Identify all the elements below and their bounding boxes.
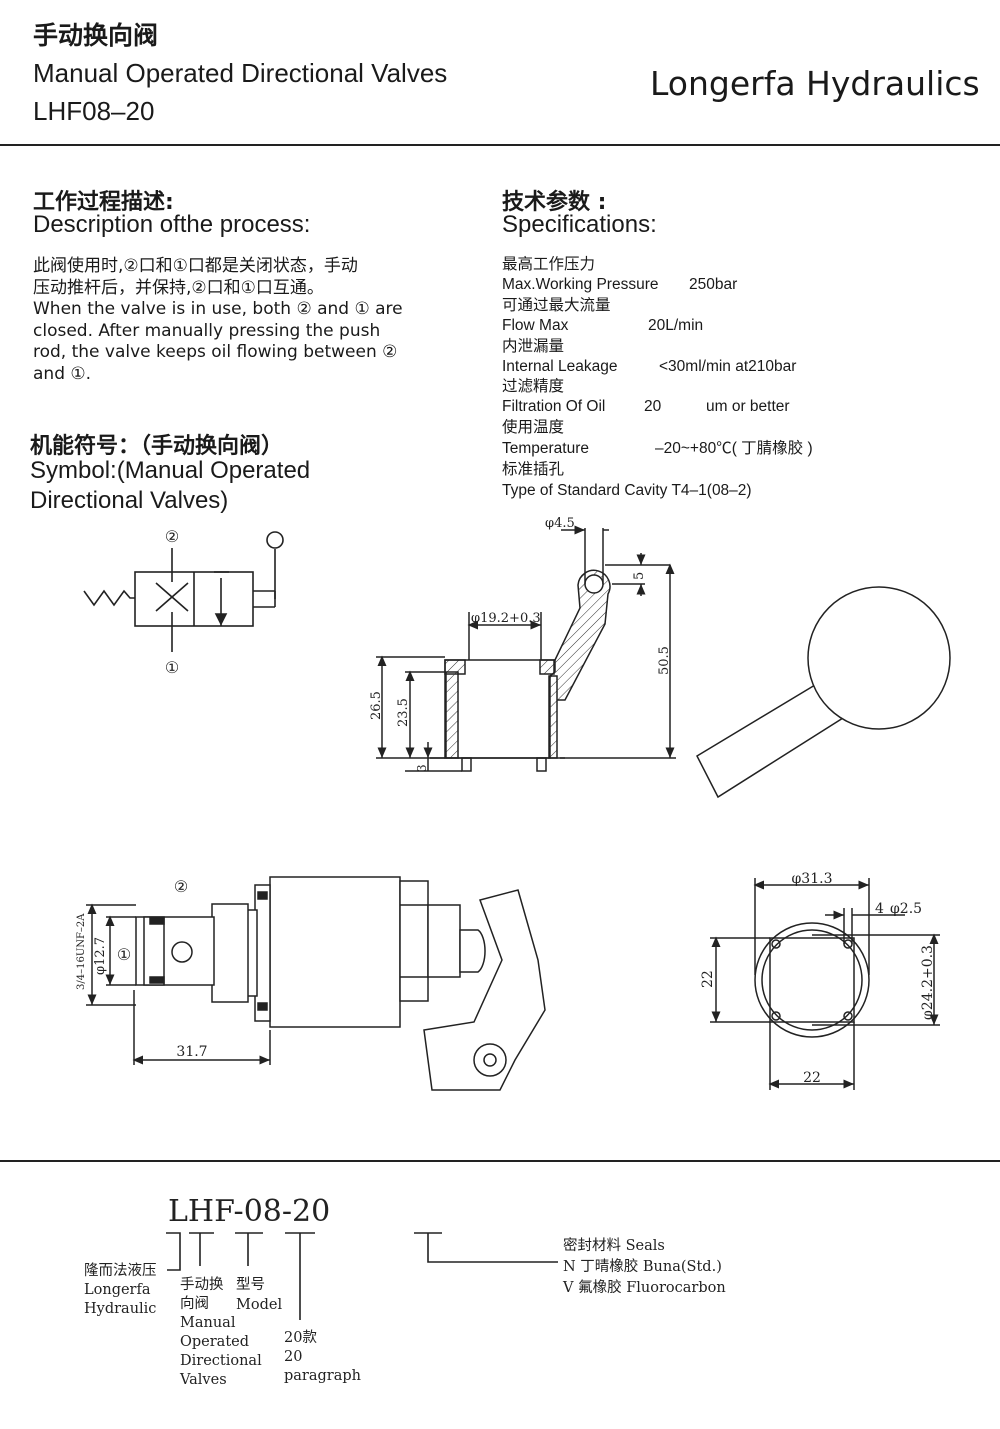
spec-label-cn: 过滤精度 [502,378,565,395]
seal-option-v: V 氟橡胶 Fluorocarbon [563,1280,726,1296]
ordering-model-en: Model [236,1297,283,1313]
ordering-type-en-2: Operated [180,1334,250,1350]
dim-inner-height: 23.5 [396,698,411,727]
dim-pilot-diameter: φ24.2+0.3 [920,945,936,1020]
seal-option-n: N 丁晴橡胶 Buna(Std.) [563,1259,722,1275]
front-view-drawing [86,876,546,1091]
spec-label-en: Flow Max [502,317,569,334]
model-number: LHF08–20 [33,96,155,126]
bottom-view-drawing [710,878,940,1090]
spec-heading-cn: 技术参数 : [502,190,607,215]
symbol-heading-cn: 机能符号：（手动换向阀） [30,434,284,459]
symbol-port-2: ② [165,527,179,546]
description-text-cn-1: 此阀使用时,②口和①口都是关闭状态，手动 [33,256,358,276]
symbol-heading-en-1: Symbol:(Manual Operated [30,457,311,484]
ordering-type-en-1: Manual [180,1315,236,1331]
spec-heading-en: Specifications: [502,211,657,238]
ordering-model-cn: 型号 [236,1277,265,1293]
hydraulic-symbol [83,531,284,652]
handle-knob-drawing [696,586,951,799]
description-text-en: When the valve is in use, both ② and ① a… [33,299,403,384]
dim-base-step: 3 [415,764,429,772]
side-view-drawing [376,525,676,772]
spec-label-en: Filtration Of Oil [502,398,606,415]
ordering-para-en: paragraph [284,1368,361,1384]
symbol-port-1: ① [165,658,179,677]
front-port-1: ① [117,945,131,964]
ordering-type-cn-2: 向阀 [180,1296,209,1312]
symbol-heading-en-2: Directional Valves) [30,487,229,514]
title-cn: 手动换向阀 [33,21,159,50]
spec-value: <30ml/min at210bar [659,358,797,375]
spec-label-en: Type of Standard Cavity T4–1(08–2) [502,482,752,499]
dim-cartridge-length: 31.7 [176,1044,207,1060]
dim-outer-diameter: φ31.3 [792,871,833,887]
spec-value-2: um or better [706,398,790,415]
spec-value: 250bar [689,276,738,293]
seals-title: 密封材料 Seals [563,1238,665,1254]
ordering-code-brackets [166,1232,558,1320]
description-text-cn-2: 压动推杆后，并保持,②口和①口互通。 [33,278,324,298]
spec-value: 20 [644,398,662,415]
description-heading-cn: 工作过程描述: [33,190,174,215]
spec-label-cn: 内泄漏量 [502,338,565,355]
front-port-2: ② [174,877,188,896]
ordering-brand-cn: 隆而法液压 [84,1263,157,1279]
ordering-code: LHF-08-20 [168,1194,331,1229]
ordering-brand-en-2: Hydraulic [84,1301,157,1317]
description-heading-en: Description ofthe process: [33,211,311,238]
dim-bore-diameter: φ19.2+0.3 [471,611,541,626]
ordering-type-en-3: Directional [180,1353,262,1369]
spec-label-cn: 使用温度 [502,419,565,436]
spec-label-en: Temperature [502,440,590,457]
spec-label-en: Internal Leakage [502,358,618,375]
dim-total-height: 50.5 [657,646,672,675]
dim-hole-offset: 4 [875,901,884,917]
ordering-brand-en-1: Longerfa [84,1282,151,1298]
header-divider [0,144,1000,146]
ordering-para-num: 20 [284,1349,303,1365]
spec-label-en: Max.Working Pressure [502,276,659,293]
dim-square-width: 22 [803,1070,821,1086]
spec-value: 20L/min [648,317,704,334]
footer-divider [0,1160,1000,1162]
ordering-type-cn-1: 手动换 [180,1277,224,1293]
ordering-para-cn: 20款 [284,1330,317,1346]
spec-value: –20~+80℃( 丁腈橡胶 ) [655,440,813,457]
spec-list: 最高工作压力 Max.Working Pressure 250bar 可通过最大… [502,255,902,505]
dim-cartridge-diameter: φ12.7 [93,937,108,975]
dim-body-height: 26.5 [369,691,384,720]
spec-label-cn: 最高工作压力 [502,256,596,273]
dim-hole-diameter: φ2.5 [890,901,922,917]
thread-spec: 3/4–16UNF–2A [76,913,87,990]
ordering-type-en-4: Valves [180,1372,227,1388]
dim-pin-offset: 5 [632,572,647,580]
spec-label-cn: 可通过最大流量 [502,297,611,314]
dim-pin-diameter: φ4.5 [545,516,575,531]
title-en: Manual Operated Directional Valves [33,58,448,88]
dim-square-height: 22 [700,970,716,988]
spec-label-cn: 标准插孔 [502,461,565,478]
brand-name: Longerfa Hydraulics [650,64,980,103]
